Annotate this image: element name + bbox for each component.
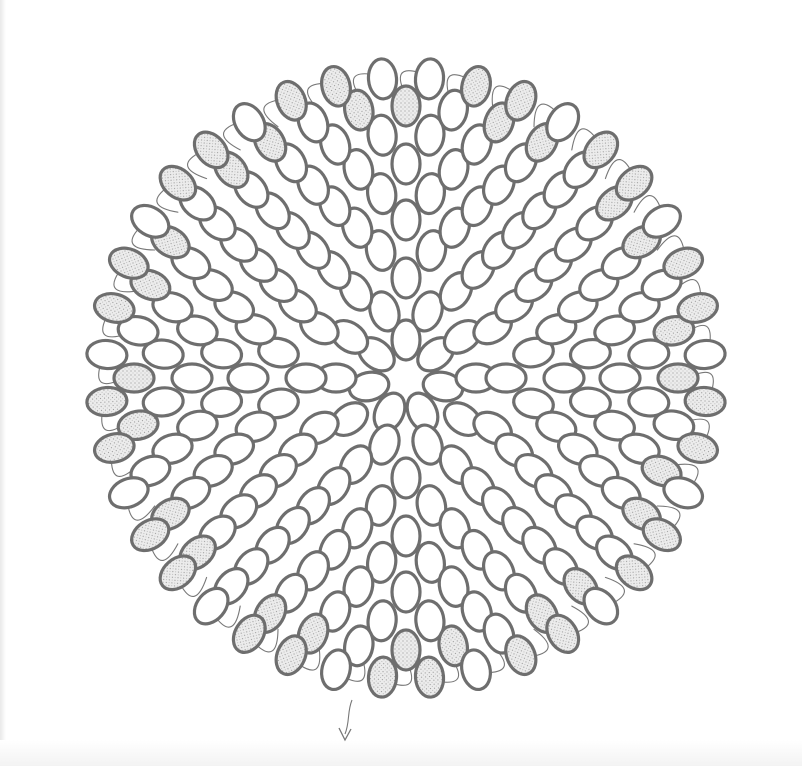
bead — [392, 144, 420, 184]
bead — [392, 200, 420, 240]
outer-bead — [367, 656, 398, 698]
bead — [392, 572, 420, 612]
outer-bead — [86, 386, 128, 417]
thread-tail-line — [345, 700, 352, 734]
outer-bead — [86, 339, 128, 370]
bead — [544, 364, 584, 392]
bead — [392, 458, 420, 498]
outer-bead — [367, 58, 398, 100]
bead-layer — [86, 58, 726, 698]
bead — [172, 364, 212, 392]
outer-bead — [392, 630, 420, 670]
outer-bead — [414, 58, 445, 100]
bead — [228, 364, 268, 392]
thread-exit-arrow — [339, 700, 352, 740]
bead — [392, 258, 420, 298]
bead — [286, 364, 326, 392]
bead — [486, 364, 526, 392]
bead — [392, 516, 420, 556]
outer-bead — [684, 386, 726, 417]
outer-bead — [392, 86, 420, 126]
outer-bead — [114, 364, 154, 392]
outer-bead — [684, 339, 726, 370]
bead — [600, 364, 640, 392]
outer-bead — [414, 656, 445, 698]
outer-bead — [658, 364, 698, 392]
